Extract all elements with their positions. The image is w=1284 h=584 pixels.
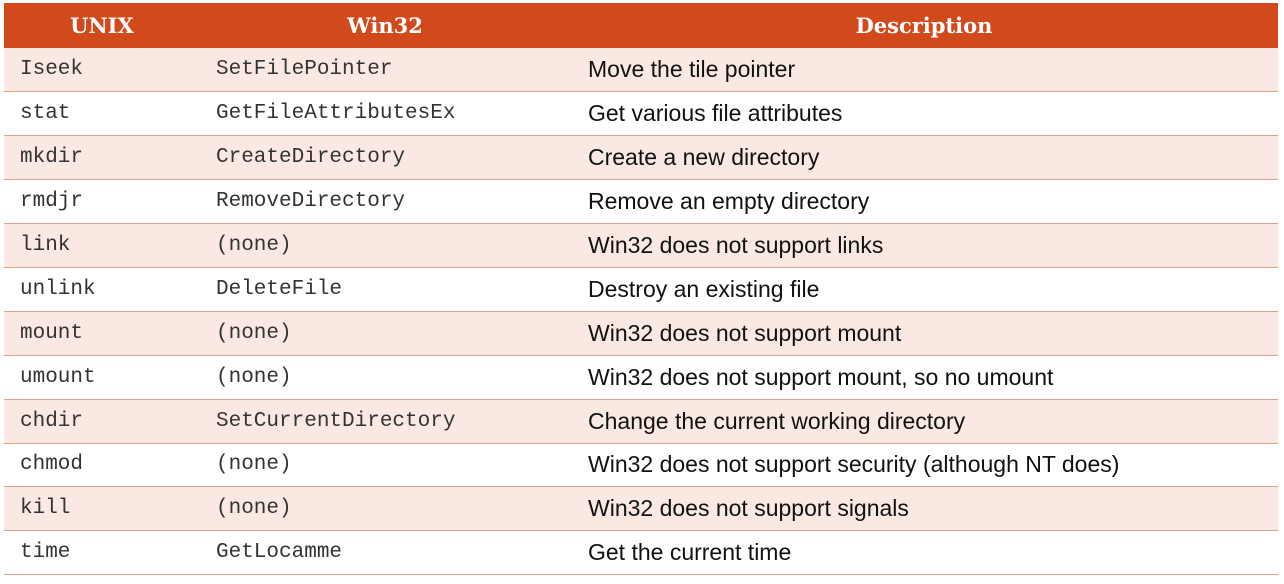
table-row: chdir SetCurrentDirectory Change the cur… — [4, 399, 1278, 444]
unix-call-cell: rmdjr — [4, 179, 200, 225]
table-row: stat GetFileAttributesEx Get various fil… — [4, 91, 1278, 137]
table-row: umount (none) Win32 does not support mou… — [4, 355, 1278, 400]
table-row: kill (none) Win32 does not support signa… — [4, 486, 1278, 532]
unix-call-cell: time — [4, 530, 200, 576]
unix-call-cell: Iseek — [4, 48, 200, 93]
table-row: link (none) Win32 does not support links — [4, 223, 1278, 268]
unix-call-cell: chdir — [4, 399, 200, 444]
description-cell: Move the tile pointer — [570, 48, 1278, 93]
win32-call-cell: (none) — [200, 486, 570, 532]
unix-call-cell: link — [4, 223, 200, 268]
table-row: mkdir CreateDirectory Create a new direc… — [4, 135, 1278, 181]
description-cell: Change the current working directory — [570, 399, 1278, 444]
table-header: UNIX Win32 Description — [4, 3, 1278, 48]
win32-call-cell: SetFilePointer — [200, 48, 570, 93]
unix-call-cell: mkdir — [4, 135, 200, 181]
description-cell: Win32 does not support links — [570, 223, 1278, 268]
win32-call-cell: CreateDirectory — [200, 135, 570, 181]
unix-call-cell: chmod — [4, 443, 200, 488]
description-cell: Remove an empty directory — [570, 179, 1278, 225]
header-description: Description — [570, 3, 1278, 48]
description-cell: Win32 does not support security (althoug… — [570, 443, 1278, 488]
syscall-comparison-table: UNIX Win32 Description Iseek SetFilePoin… — [4, 3, 1278, 576]
win32-call-cell: GetLocamme — [200, 530, 570, 576]
description-cell: Destroy an existing file — [570, 267, 1278, 312]
win32-call-cell: (none) — [200, 311, 570, 356]
description-cell: Get various file attributes — [570, 91, 1278, 137]
table-row: chmod (none) Win32 does not support secu… — [4, 443, 1278, 488]
table-row: mount (none) Win32 does not support moun… — [4, 311, 1278, 356]
win32-call-cell: SetCurrentDirectory — [200, 399, 570, 444]
unix-call-cell: stat — [4, 91, 200, 137]
table-row: unlink DeleteFile Destroy an existing fi… — [4, 267, 1278, 312]
win32-call-cell: (none) — [200, 355, 570, 400]
header-row: UNIX Win32 Description — [4, 3, 1278, 48]
table-row: time GetLocamme Get the current time — [4, 530, 1278, 576]
win32-call-cell: (none) — [200, 223, 570, 268]
description-cell: Win32 does not support signals — [570, 486, 1278, 532]
unix-call-cell: mount — [4, 311, 200, 356]
unix-call-cell: umount — [4, 355, 200, 400]
description-cell: Create a new directory — [570, 135, 1278, 181]
header-unix: UNIX — [4, 3, 200, 48]
win32-call-cell: RemoveDirectory — [200, 179, 570, 225]
description-cell: Win32 does not support mount, so no umou… — [570, 355, 1278, 400]
table-row: Iseek SetFilePointer Move the tile point… — [4, 48, 1278, 93]
win32-call-cell: DeleteFile — [200, 267, 570, 312]
win32-call-cell: GetFileAttributesEx — [200, 91, 570, 137]
unix-call-cell: kill — [4, 486, 200, 532]
win32-call-cell: (none) — [200, 443, 570, 488]
description-cell: Get the current time — [570, 530, 1278, 576]
table-body: Iseek SetFilePointer Move the tile point… — [4, 48, 1278, 576]
unix-call-cell: unlink — [4, 267, 200, 312]
header-win32: Win32 — [200, 3, 570, 48]
table-row: rmdjr RemoveDirectory Remove an empty di… — [4, 179, 1278, 225]
description-cell: Win32 does not support mount — [570, 311, 1278, 356]
